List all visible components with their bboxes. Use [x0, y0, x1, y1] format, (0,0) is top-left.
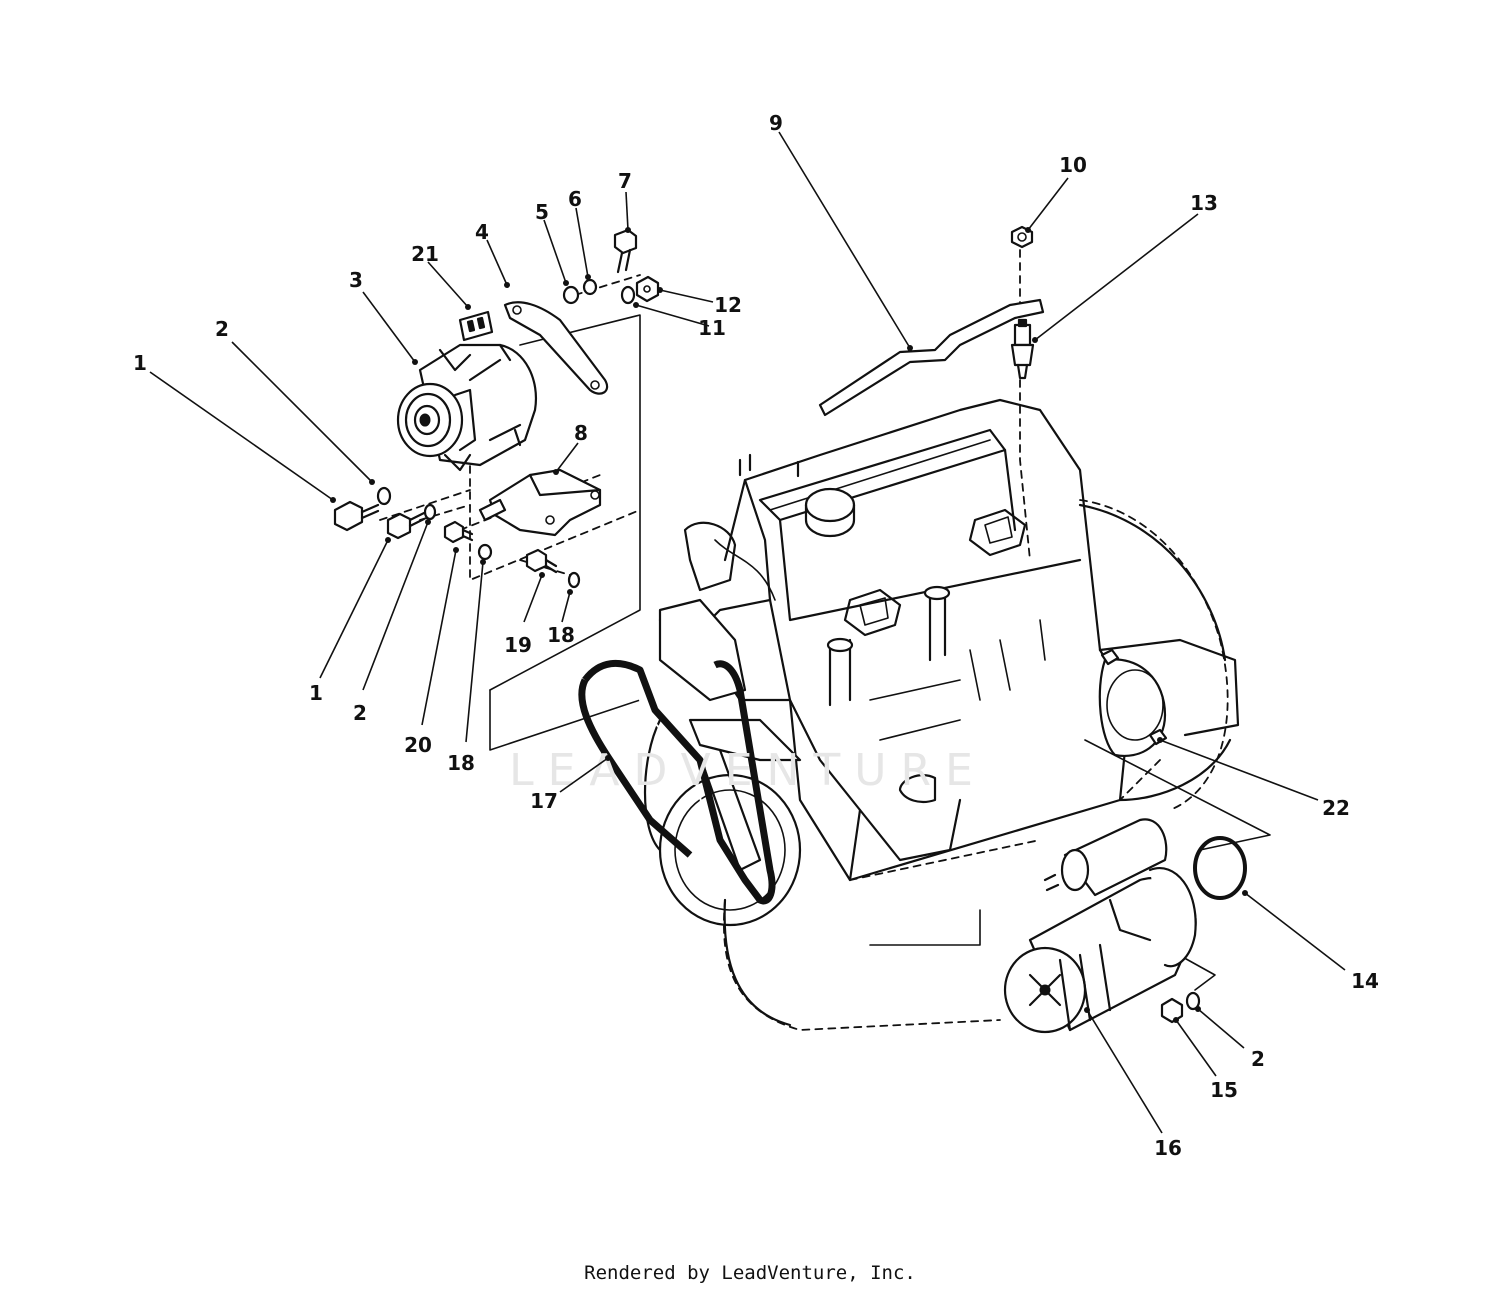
starter-motor [1003, 818, 1197, 1034]
label-part-3: 3 [349, 268, 363, 292]
callout-leaders [149, 131, 1346, 1134]
part-number-labels: 1 2 3 4 5 6 7 21 8 9 10 13 12 11 1 2 20 … [133, 111, 1379, 1160]
glow-plug [1010, 318, 1035, 380]
label-part-14: 14 [1351, 969, 1379, 993]
manifold-gasket-plate [818, 298, 1045, 417]
label-part-20: 20 [404, 733, 432, 757]
label-part-1-lower: 1 [309, 681, 323, 705]
label-part-12: 12 [714, 293, 742, 317]
label-part-2-lower: 2 [353, 701, 367, 725]
label-part-17: 17 [530, 789, 558, 813]
label-part-2: 2 [215, 317, 229, 341]
adjusting-bracket [503, 301, 609, 395]
label-part-15: 15 [1210, 1078, 1238, 1102]
label-part-18-b: 18 [547, 623, 575, 647]
label-part-19: 19 [504, 633, 532, 657]
label-part-10: 10 [1059, 153, 1087, 177]
mounting-bracket [478, 468, 602, 537]
label-part-1: 1 [133, 351, 147, 375]
label-part-7: 7 [618, 169, 632, 193]
alternator [396, 343, 538, 472]
wiring-connector [458, 310, 494, 342]
label-part-18: 18 [447, 751, 475, 775]
label-part-2-starter: 2 [1251, 1047, 1265, 1071]
label-part-6: 6 [568, 187, 582, 211]
footer-credit: Rendered by LeadVenture, Inc. [584, 1262, 916, 1284]
label-part-8: 8 [574, 421, 588, 445]
engine-block [643, 398, 1240, 1031]
label-part-13: 13 [1190, 191, 1218, 215]
label-part-21: 21 [411, 242, 439, 266]
label-part-22: 22 [1322, 796, 1350, 820]
fasteners [333, 225, 1201, 1024]
label-part-11: 11 [698, 316, 726, 340]
label-part-4: 4 [475, 220, 489, 244]
watermark-text: LEADVENTURE [509, 745, 987, 796]
label-part-16: 16 [1154, 1136, 1182, 1160]
o-ring [1193, 836, 1247, 900]
label-part-5: 5 [535, 200, 549, 224]
label-part-9: 9 [769, 111, 783, 135]
assembly-guide-lines [379, 249, 1271, 991]
